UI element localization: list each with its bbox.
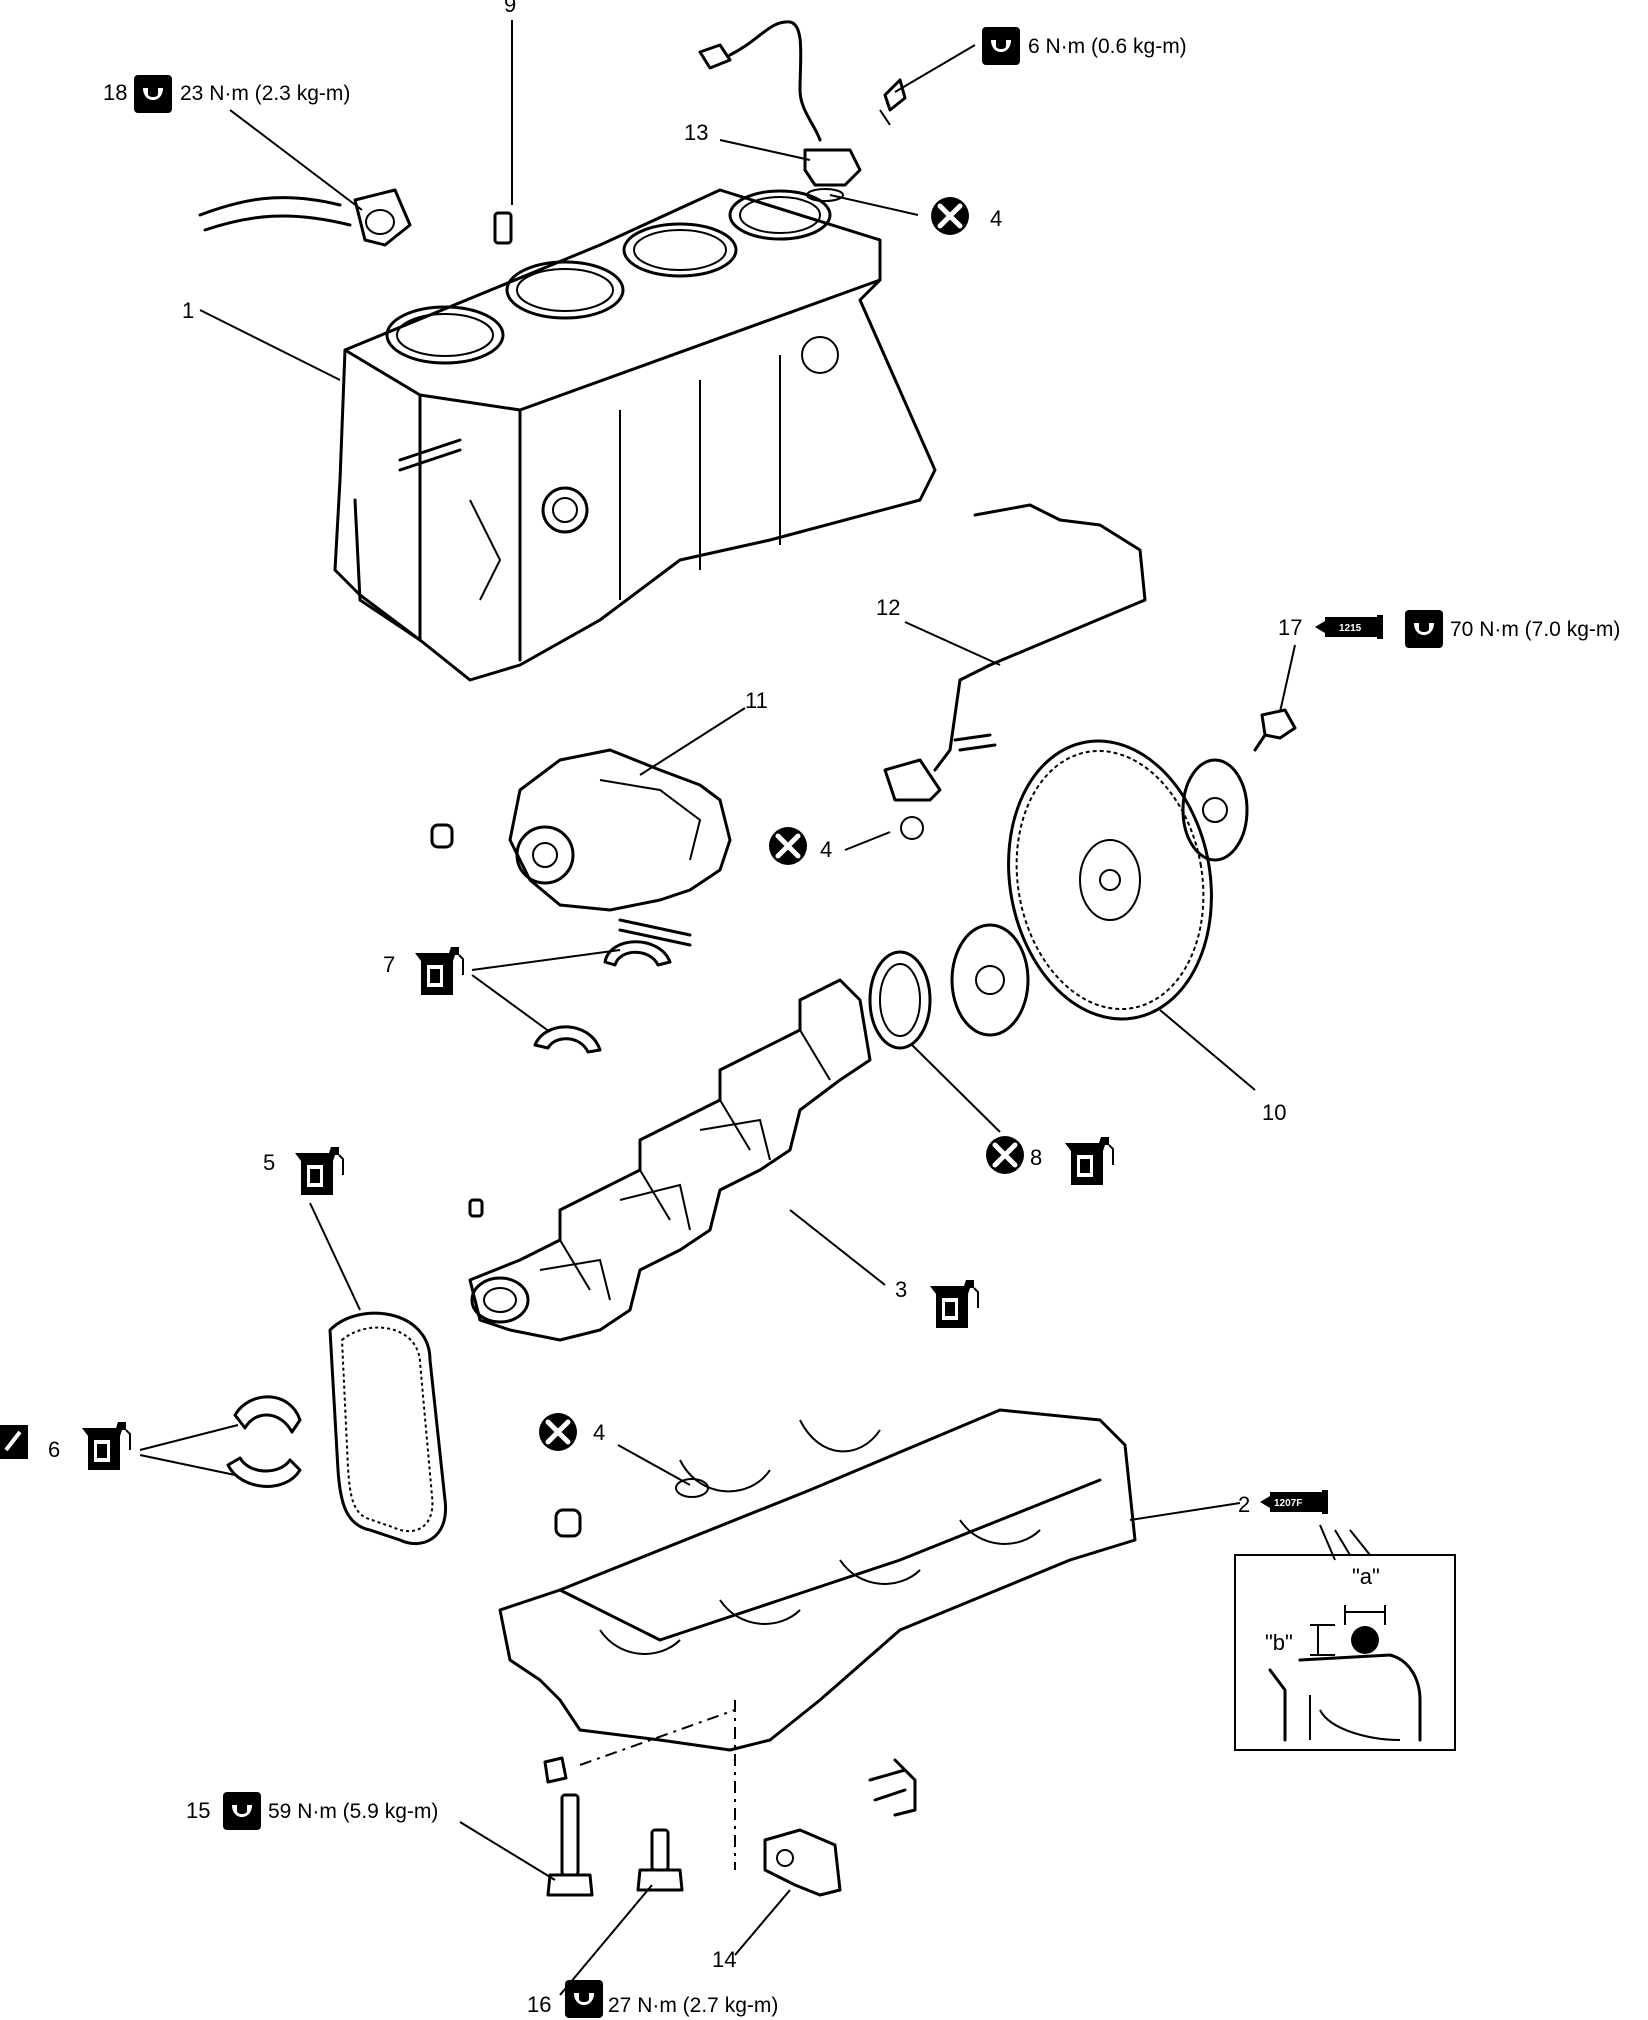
- rear-oil-seal: [868, 950, 932, 1050]
- flywheel: [1007, 739, 1213, 1021]
- leader-lines: [139, 20, 1296, 1996]
- drive-plate-front: [1181, 758, 1249, 862]
- do-not-reuse-icon: [769, 827, 807, 865]
- con-rod-bearing: [226, 1395, 302, 1488]
- part-label: 16: [527, 1992, 551, 2017]
- oil-can-icon: [81, 1421, 131, 1471]
- sealant-pointer-line: [1319, 1524, 1336, 1561]
- dimension-b-label: "b": [1265, 1630, 1293, 1655]
- oil-can-icon: [1064, 1136, 1114, 1186]
- part-label: 15: [186, 1798, 210, 1823]
- sealant-tube-icon: 1207F: [1260, 1490, 1328, 1514]
- part-label: 4: [593, 1420, 605, 1445]
- lower-crankcase: [498, 1408, 1137, 1784]
- part-label: 1: [182, 298, 194, 323]
- oil-pipe: [883, 503, 1147, 840]
- do-not-reuse-icon: [539, 1413, 577, 1451]
- crankshaft: [468, 978, 872, 1342]
- dimension-a-label: "a": [1352, 1564, 1380, 1589]
- cylinder-block: [333, 188, 937, 682]
- part-label: 6: [48, 1437, 60, 1462]
- torque-spec: 70 N·m (7.0 kg-m): [1450, 618, 1620, 641]
- sealant-tube-icon: 1215: [1315, 615, 1383, 639]
- chain-belt: [328, 1311, 447, 1546]
- bracket-14: [763, 1758, 917, 1897]
- torque-wrench-icon: [982, 27, 1020, 65]
- part-label: 12: [876, 595, 900, 620]
- torque-spec: 6 N·m (0.6 kg-m): [1028, 35, 1187, 58]
- sealant-code: 1207F: [1274, 1498, 1302, 1509]
- part-label: 10: [1262, 1100, 1286, 1125]
- sensor-13: [698, 20, 907, 202]
- part-label: 13: [684, 120, 708, 145]
- oil-can-icon: [414, 946, 464, 996]
- knock-sensor: [198, 188, 412, 247]
- oil-can-icon: [929, 1279, 979, 1329]
- sealant-detail-box: [1234, 1529, 1456, 1751]
- torque-spec: 59 N·m (5.9 kg-m): [268, 1800, 438, 1823]
- torque-wrench-icon: [565, 1980, 603, 2018]
- part-label: 14: [712, 1947, 736, 1972]
- water-pump: [430, 748, 732, 947]
- flywheel-bolt: [1253, 708, 1297, 752]
- part-label: 3: [895, 1277, 907, 1302]
- select-part-icon: [0, 1425, 28, 1459]
- sealant-code: 1215: [1339, 623, 1362, 634]
- part-label: 4: [990, 206, 1002, 231]
- assembly-line: [579, 1700, 736, 1870]
- torque-wrench-icon: [134, 75, 172, 113]
- bolt-16: [636, 1828, 684, 1892]
- part-label: 4: [820, 837, 832, 862]
- part-label: 17: [1278, 615, 1302, 640]
- part-label: 2: [1238, 1492, 1250, 1517]
- do-not-reuse-icon: [986, 1136, 1024, 1174]
- do-not-reuse-icon: [931, 197, 969, 235]
- part-label: 8: [1030, 1145, 1042, 1170]
- thrust-bearing: [533, 940, 672, 1054]
- part-label: 7: [383, 952, 395, 977]
- drive-plate-rear: [950, 923, 1030, 1037]
- part-label: 9: [504, 0, 516, 17]
- part-label: 18: [103, 80, 127, 105]
- torque-wrench-icon: [1405, 610, 1443, 648]
- torque-spec: 27 N·m (2.7 kg-m): [608, 1994, 778, 2017]
- torque-wrench-icon: [223, 1792, 261, 1830]
- torque-spec: 23 N·m (2.3 kg-m): [180, 82, 350, 105]
- oil-can-icon: [294, 1146, 344, 1196]
- part-label: 5: [263, 1150, 275, 1175]
- bolt-15: [546, 1793, 594, 1897]
- part-label: 11: [745, 688, 768, 713]
